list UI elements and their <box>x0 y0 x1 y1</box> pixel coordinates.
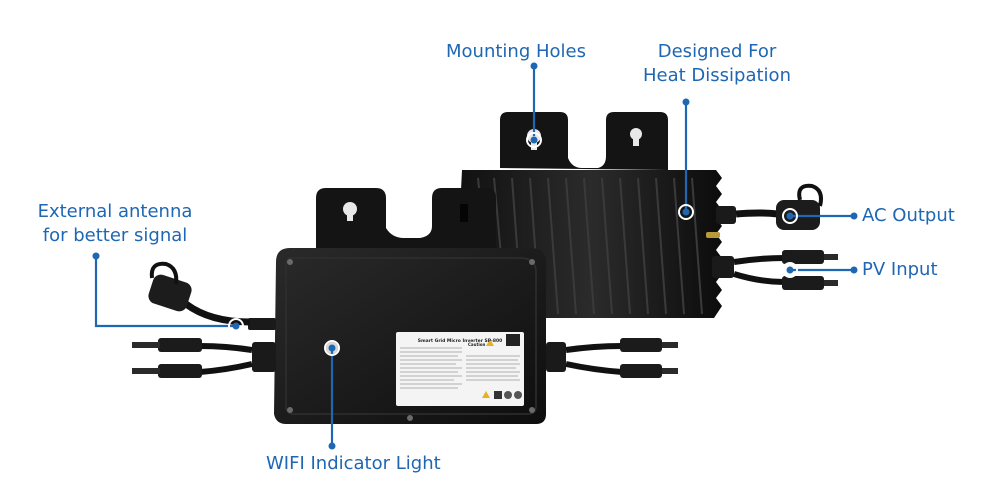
callout-leaders <box>94 66 854 446</box>
front-inverter <box>274 188 546 424</box>
callout-wifi-indicator: WIFI Indicator Light <box>266 453 441 474</box>
callout-markers <box>228 132 798 356</box>
callout-dots <box>92 62 858 450</box>
front-mounting-plate <box>316 188 496 252</box>
callout-antenna-line1: External antenna <box>37 201 193 222</box>
callout-ac-output: AC Output <box>862 205 955 226</box>
callout-mounting-holes: Mounting Holes <box>446 41 586 62</box>
callout-antenna-line2: for better signal <box>42 225 188 246</box>
rear-mounting-tabs <box>500 112 668 170</box>
front-ac-cable <box>148 261 276 330</box>
callout-heat-line1: Designed For <box>657 41 777 62</box>
callout-pv-input: PV Input <box>862 259 938 280</box>
front-screws <box>287 259 535 421</box>
ac-output-cable <box>716 183 823 230</box>
front-pv-cables-left <box>132 338 276 378</box>
label-plate-title: Smart Grid Micro Inverter SP-800 <box>418 338 503 344</box>
callout-heat-dissipation: Designed For Heat Dissipation <box>632 40 802 88</box>
front-pv-cables-right <box>546 338 678 378</box>
label-qr-code <box>506 334 520 346</box>
caution-icon <box>486 339 494 346</box>
label-plate <box>396 332 524 406</box>
label-cert-marks <box>482 391 522 399</box>
front-ac-connector <box>148 274 192 312</box>
label-caution-text: Caution <box>468 342 486 347</box>
front-antenna-slot <box>460 204 468 222</box>
rear-pv-cables <box>712 250 838 290</box>
callout-heat-line2: Heat Dissipation <box>643 65 791 86</box>
rear-antenna-stub <box>706 232 720 238</box>
callout-external-antenna: External antenna for better signal <box>30 200 200 248</box>
label-spec-lines <box>400 347 520 389</box>
heat-sink-fins <box>477 177 703 315</box>
